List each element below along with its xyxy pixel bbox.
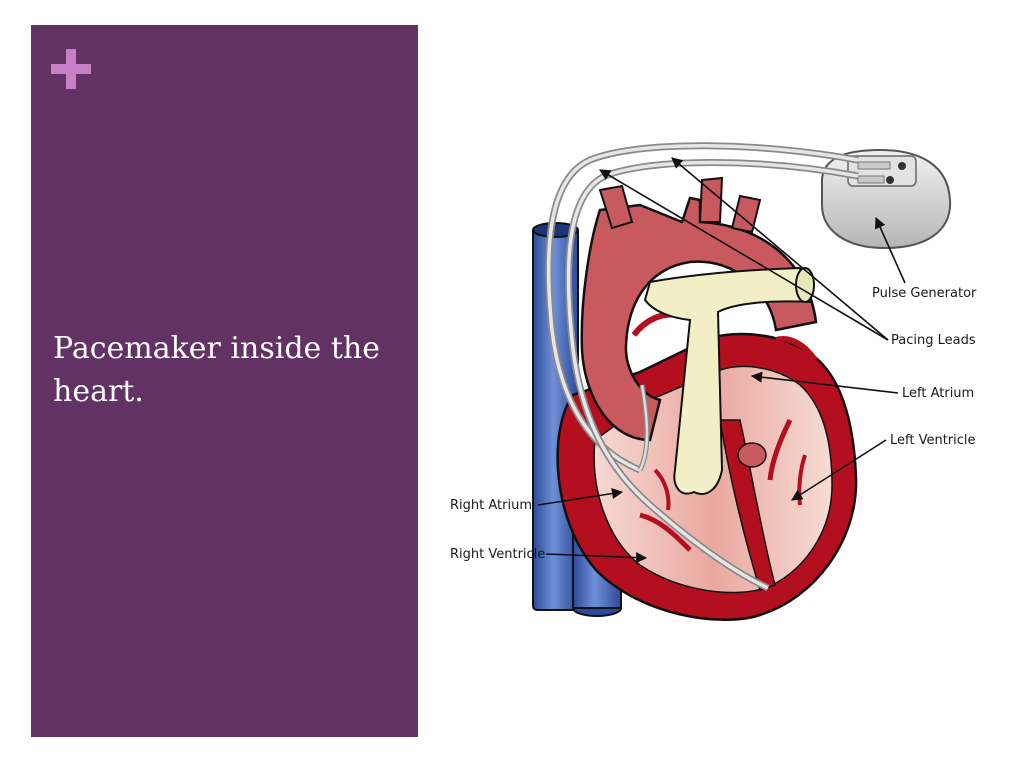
arrow-left-ventricle [791,439,887,501]
label-pulse-generator: Pulse Generator [872,286,977,301]
pacing-leads [545,142,859,592]
label-left-atrium: Left Atrium [902,386,974,401]
arrow-pacing-leads-1 [599,169,889,341]
label-arrows [537,157,906,564]
arrow-pacing-leads-2 [671,157,889,341]
arrow-right-atrium [537,488,624,506]
pacemaker-heart-diagram: Pulse Generator Pacing Leads Left Atrium… [450,142,977,621]
pulse-generator [820,148,952,250]
arrow-right-ventricle [545,552,648,564]
slide-title: Pacemaker inside the heart. [53,331,380,409]
label-right-ventricle: Right Ventricle [450,547,545,562]
arrow-pulse-generator [874,216,906,284]
label-pacing-leads: Pacing Leads [891,333,976,348]
arrow-left-atrium [750,371,899,394]
title-panel: Pacemaker inside the heart. [31,25,418,737]
label-left-ventricle: Left Ventricle [890,433,976,448]
label-right-atrium: Right Atrium [450,498,532,513]
plus-icon [51,49,91,89]
